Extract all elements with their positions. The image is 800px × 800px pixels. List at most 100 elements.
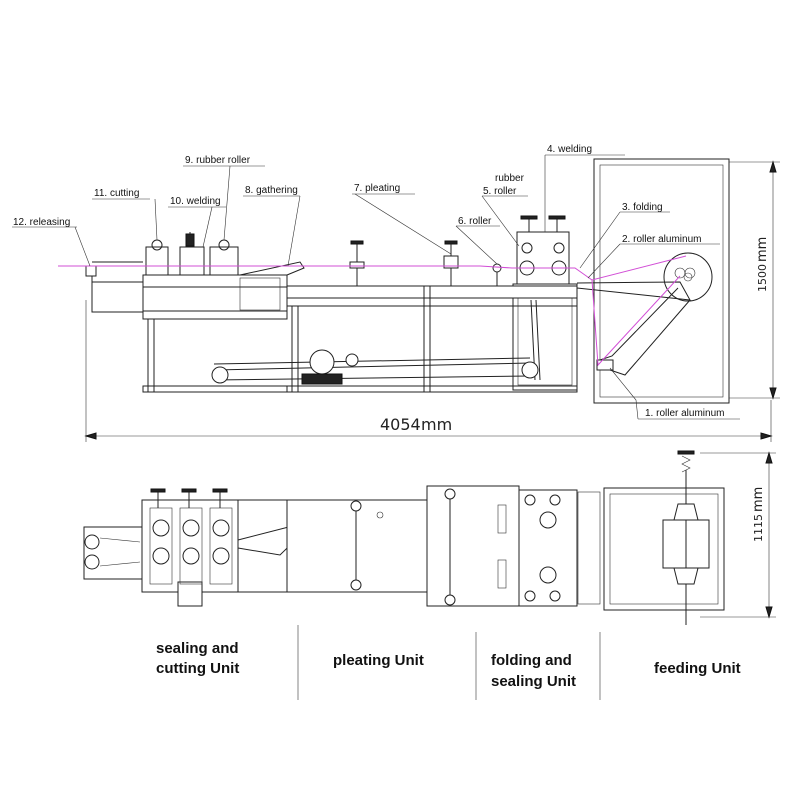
side-view [58, 158, 730, 404]
material-path-lower [591, 275, 681, 367]
roller-c [521, 242, 533, 254]
feed-spring [681, 455, 691, 473]
pulley-left [211, 366, 229, 384]
callout-cutting: 11. cutting [94, 188, 139, 199]
pulley-right [521, 361, 539, 379]
welding-handle-b [548, 215, 566, 220]
release-roll-b [84, 554, 100, 570]
unit-folding-sealing-line2: sealing Unit [491, 673, 576, 690]
gathering-table [142, 274, 288, 288]
fold-guide-a [497, 504, 507, 534]
welding-handle-a [520, 215, 538, 220]
pleat-knob-b1 [444, 488, 456, 500]
belt-bottom [213, 375, 531, 381]
length-arrow-left [84, 432, 97, 440]
feeding-inner [609, 493, 719, 605]
leader-9 [223, 165, 231, 241]
fold-guide-b [497, 559, 507, 589]
leader-12 [74, 226, 91, 267]
fold-knob-1 [524, 494, 536, 506]
pleating-plate-a [286, 499, 428, 593]
releasing-frame [91, 281, 144, 313]
length-unit: mm [421, 415, 452, 434]
callout-welding-4: 4. welding [547, 144, 592, 155]
releasing-roller [85, 265, 97, 277]
head-roll-3a [212, 519, 230, 537]
motor-base [301, 373, 343, 385]
callout-roller-aluminum-2: 2. roller aluminum [622, 234, 701, 245]
rubber-roller-head [209, 246, 239, 276]
material-roll [663, 252, 713, 302]
cutting-heads-top [149, 488, 233, 585]
pleating-table-top [286, 285, 578, 299]
pleat-block-a [349, 261, 365, 269]
leader-5 [481, 195, 520, 247]
length-value: 4054 [380, 415, 421, 434]
leader-8 [287, 195, 301, 267]
unit-folding-sealing-line1: folding and [491, 652, 572, 669]
feed-cone-bottom [673, 567, 699, 585]
pleat-handle-a [350, 240, 364, 245]
height-arrow-bottom [769, 387, 777, 400]
callout-labels: 1. roller aluminum 2. roller aluminum 3.… [13, 144, 724, 419]
roller-6 [492, 263, 502, 273]
callout-roller-6: 6. roller [458, 216, 492, 227]
leader-6 [455, 225, 498, 265]
release-roll-a [84, 534, 100, 550]
leader-10 [202, 206, 213, 248]
welding-block-10 [185, 233, 195, 247]
roller-aluminum-1 [596, 359, 614, 371]
head-handle-2 [181, 488, 197, 493]
head-roll-2a [182, 519, 200, 537]
unit-pleating: pleating Unit [333, 652, 424, 669]
head-handle-3 [212, 488, 228, 493]
cutting-unit-foot [177, 581, 203, 607]
feeding-frame-outer [593, 158, 730, 404]
gathering-box [239, 277, 281, 311]
feed-diagonal-arm-inner [599, 287, 679, 361]
head-roll-2b [182, 547, 200, 565]
dimensions: 4054 mm 1500 mm 1115 mm [84, 160, 780, 619]
leader-3 [579, 211, 621, 269]
roll-axle [683, 272, 693, 282]
fold-roll-a [539, 511, 557, 529]
fold-knob-3 [524, 590, 536, 602]
leader-11 [154, 198, 158, 241]
fold-side [577, 491, 601, 605]
height-unit: mm [755, 237, 770, 262]
gathering-guide [239, 261, 305, 276]
unit-sealing-cutting-line2: cutting Unit [156, 660, 239, 677]
callout-gathering: 8. gathering [245, 185, 298, 196]
leader-2 [587, 243, 621, 279]
top-view [83, 450, 725, 625]
feeding-frame-inner [599, 164, 724, 398]
leader-1 [609, 367, 639, 420]
motor [309, 349, 335, 375]
release-line-a [99, 537, 141, 543]
fold-roll-b [539, 566, 557, 584]
head-col-1 [149, 507, 173, 585]
callout-rubber: rubber [495, 173, 525, 184]
feed-cone-top [673, 503, 699, 521]
unit-labels: sealing and cutting Unit pleating Unit f… [156, 640, 741, 690]
pleat-knob-b2 [444, 594, 456, 606]
head-col-3 [209, 507, 233, 585]
release-line-b [99, 561, 141, 567]
unit-sealing-cutting-line1: sealing and [156, 640, 239, 657]
callout-roller-5: 5. roller [483, 186, 517, 197]
folding-unit-top [518, 489, 578, 607]
fold-knob-4 [549, 590, 561, 602]
belt-top2 [213, 357, 531, 365]
cutting-table-body [142, 286, 288, 312]
head-roll-1b [152, 547, 170, 565]
width-value: 1115 [752, 514, 765, 542]
cutting-head [145, 246, 169, 276]
fold-knob-2 [549, 494, 561, 506]
welding-head-10 [179, 246, 205, 276]
roller-d [553, 242, 565, 254]
pleat-mark [376, 511, 384, 519]
belt-top [213, 362, 531, 371]
cut-base [142, 385, 288, 393]
welding-head [516, 231, 570, 285]
callout-roller-aluminum-1: 1. roller aluminum [645, 408, 724, 419]
